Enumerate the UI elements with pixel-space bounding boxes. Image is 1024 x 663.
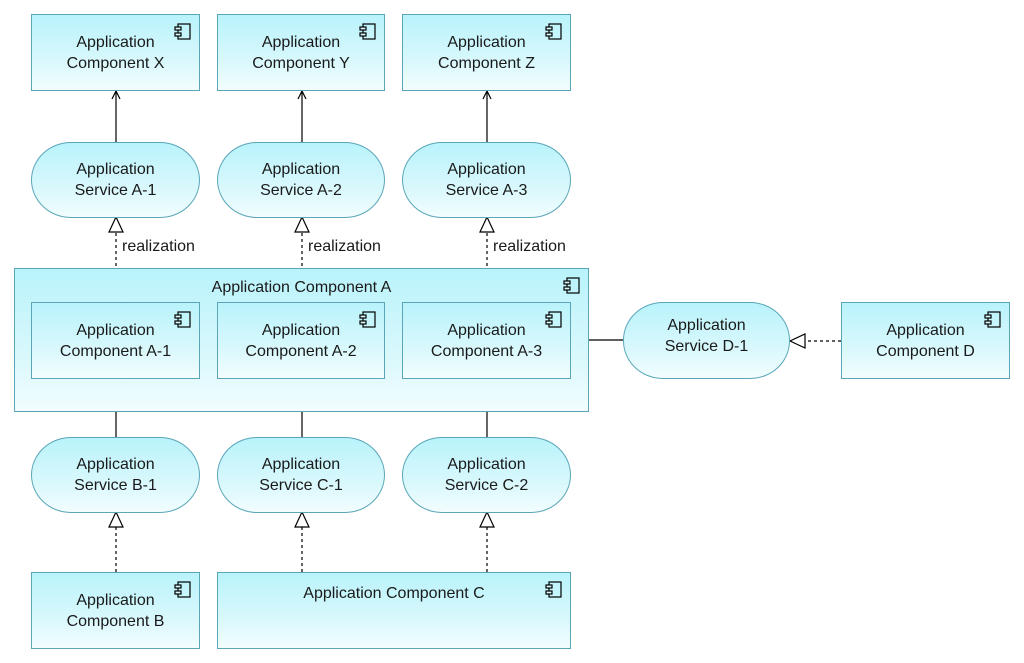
node-label: Application Service B-1	[74, 456, 157, 494]
node-label: Application Component B	[66, 591, 165, 630]
node-component-b[interactable]: Application Component B	[31, 572, 200, 649]
component-icon	[545, 581, 562, 598]
component-icon	[545, 23, 562, 40]
node-label: Application Component A-3	[430, 321, 543, 360]
component-icon	[359, 311, 376, 328]
node-label: Application Component A-1	[59, 321, 172, 360]
node-label: Application Component A	[211, 279, 392, 296]
node-service-a3[interactable]: Application Service A-3	[402, 142, 571, 218]
component-icon	[563, 277, 580, 294]
node-label: Application Service D-1	[664, 316, 749, 355]
node-component-a3[interactable]: Application Component A-3	[402, 302, 571, 379]
node-service-d1[interactable]: Application Service D-1	[623, 302, 790, 379]
node-component-x[interactable]: Application Component X	[31, 14, 200, 91]
node-label: Application Service C-1	[259, 456, 343, 494]
node-label: Application Service A-2	[260, 161, 342, 199]
node-label: Application Component Z	[438, 33, 535, 72]
node-component-d[interactable]: Application Component D	[841, 302, 1010, 379]
component-icon	[174, 311, 191, 328]
component-icon	[359, 23, 376, 40]
component-icon	[984, 311, 1001, 328]
node-service-c2[interactable]: Application Service C-2	[402, 437, 571, 513]
node-label: Application Service A-1	[74, 161, 157, 199]
node-label: Application Service A-3	[445, 161, 528, 199]
node-component-a2[interactable]: Application Component A-2	[217, 302, 385, 379]
node-service-a2[interactable]: Application Service A-2	[217, 142, 385, 218]
node-label: Application Component C	[303, 585, 485, 602]
edge-label-realization-3: realization	[491, 238, 568, 256]
node-component-c[interactable]: Application Component C	[217, 572, 571, 649]
node-label: Application Component A-2	[245, 321, 357, 360]
node-label: Application Component Y	[252, 33, 350, 72]
node-service-a1[interactable]: Application Service A-1	[31, 142, 200, 218]
node-component-y[interactable]: Application Component Y	[217, 14, 385, 91]
node-component-a1[interactable]: Application Component A-1	[31, 302, 200, 379]
node-label: Application Service C-2	[444, 456, 529, 494]
node-label: Application Component X	[66, 33, 165, 72]
node-component-z[interactable]: Application Component Z	[402, 14, 571, 91]
node-label: Application Component D	[876, 321, 975, 360]
component-icon	[174, 23, 191, 40]
component-icon	[174, 581, 191, 598]
node-service-b1[interactable]: Application Service B-1	[31, 437, 200, 513]
component-icon	[545, 311, 562, 328]
edge-label-realization-1: realization	[120, 238, 197, 256]
edge-label-realization-2: realization	[306, 238, 383, 256]
node-service-c1[interactable]: Application Service C-1	[217, 437, 385, 513]
